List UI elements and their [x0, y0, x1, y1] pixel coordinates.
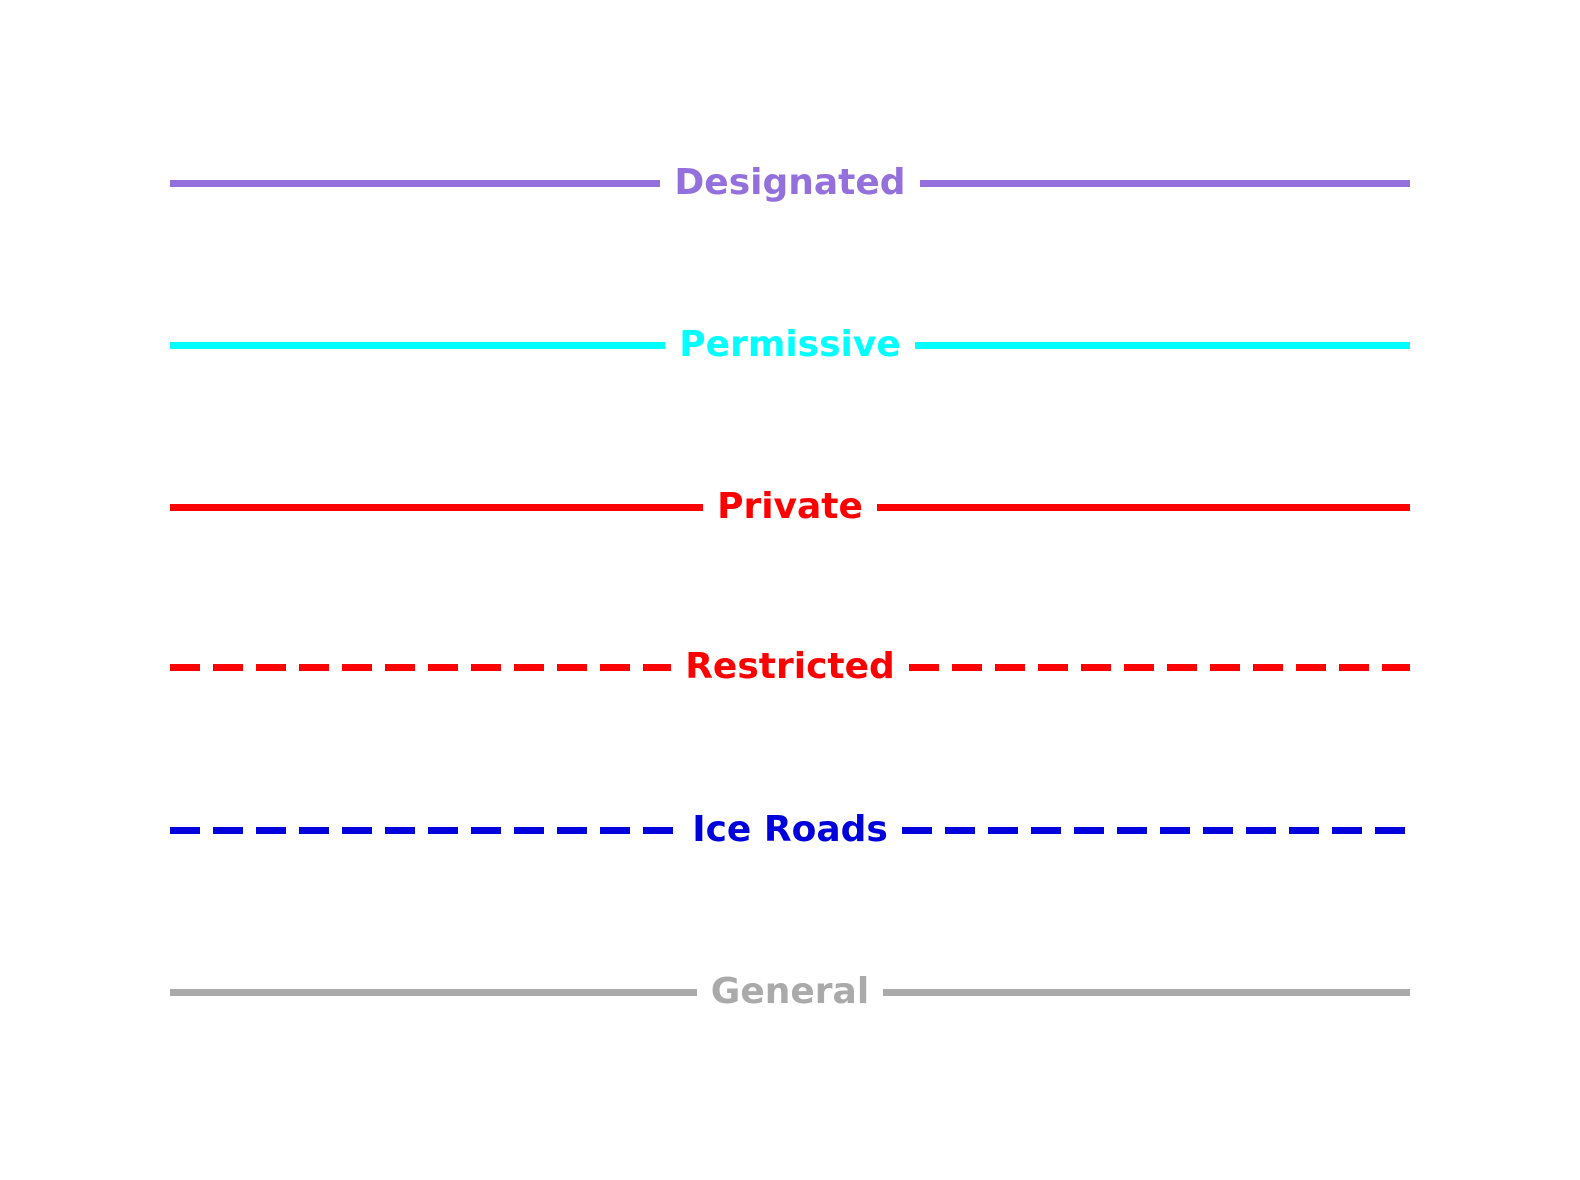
line-left-segment	[170, 341, 666, 349]
line-left-segment	[170, 826, 679, 834]
legend-label-restricted: Restricted	[685, 646, 895, 687]
line-left-segment	[170, 503, 704, 511]
legend-label-ice-roads: Ice Roads	[692, 809, 888, 850]
line-right-segment	[883, 988, 1410, 996]
line-left-segment	[170, 988, 697, 996]
legend-row-ice-roads: Ice Roads	[170, 805, 1411, 855]
legend-label-permissive: Permissive	[679, 324, 901, 365]
legend-label-private: Private	[717, 486, 863, 527]
legend-row-designated: Designated	[170, 158, 1410, 208]
line-right-segment	[876, 503, 1410, 511]
legend-row-general: General	[170, 967, 1410, 1017]
line-right-segment	[901, 826, 1411, 834]
line-left-segment	[170, 179, 661, 187]
line-right-segment	[919, 179, 1410, 187]
legend-row-restricted: Restricted	[170, 642, 1411, 692]
legend-label-designated: Designated	[674, 162, 906, 203]
line-left-segment	[170, 663, 672, 671]
line-right-segment	[908, 663, 1411, 671]
line-right-segment	[914, 341, 1411, 349]
legend-label-general: General	[710, 971, 870, 1012]
legend-row-private: Private	[170, 482, 1410, 532]
legend-row-permissive: Permissive	[170, 320, 1411, 370]
